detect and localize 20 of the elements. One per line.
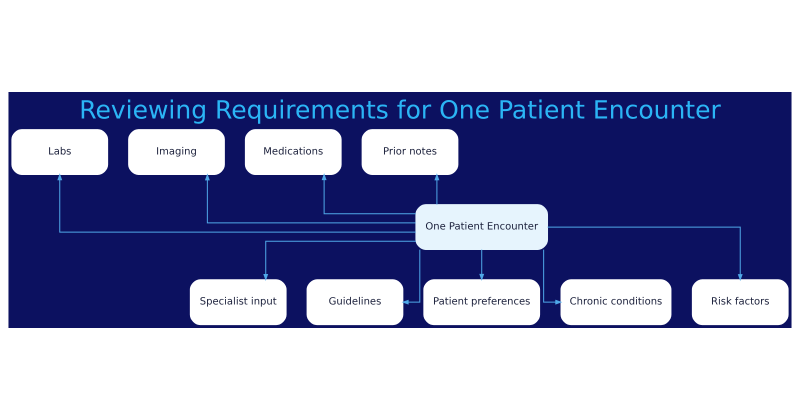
node-box: Risk factors	[692, 279, 789, 326]
arrow	[543, 249, 562, 305]
arrow	[204, 173, 416, 224]
node-box: Medications	[244, 129, 342, 175]
node-box: Imaging	[128, 129, 225, 175]
arrow	[547, 226, 743, 282]
arrow	[479, 249, 484, 281]
node-box: Patient preferences	[423, 279, 540, 326]
arrow	[322, 173, 416, 214]
node-box: One Patient Encounter	[415, 204, 548, 250]
diagram-title: Reviewing Requirements for One Patient Encounter	[79, 96, 721, 125]
node-box: Chronic conditions	[560, 279, 672, 326]
arrow	[434, 173, 440, 206]
node-box: Specialist input	[190, 279, 287, 326]
node-box: Prior notes	[362, 129, 458, 175]
arrow	[263, 240, 416, 281]
arrow	[57, 173, 416, 233]
node-box: Labs	[11, 129, 108, 175]
node-box: Guidelines	[306, 279, 404, 326]
arrow	[402, 249, 420, 305]
